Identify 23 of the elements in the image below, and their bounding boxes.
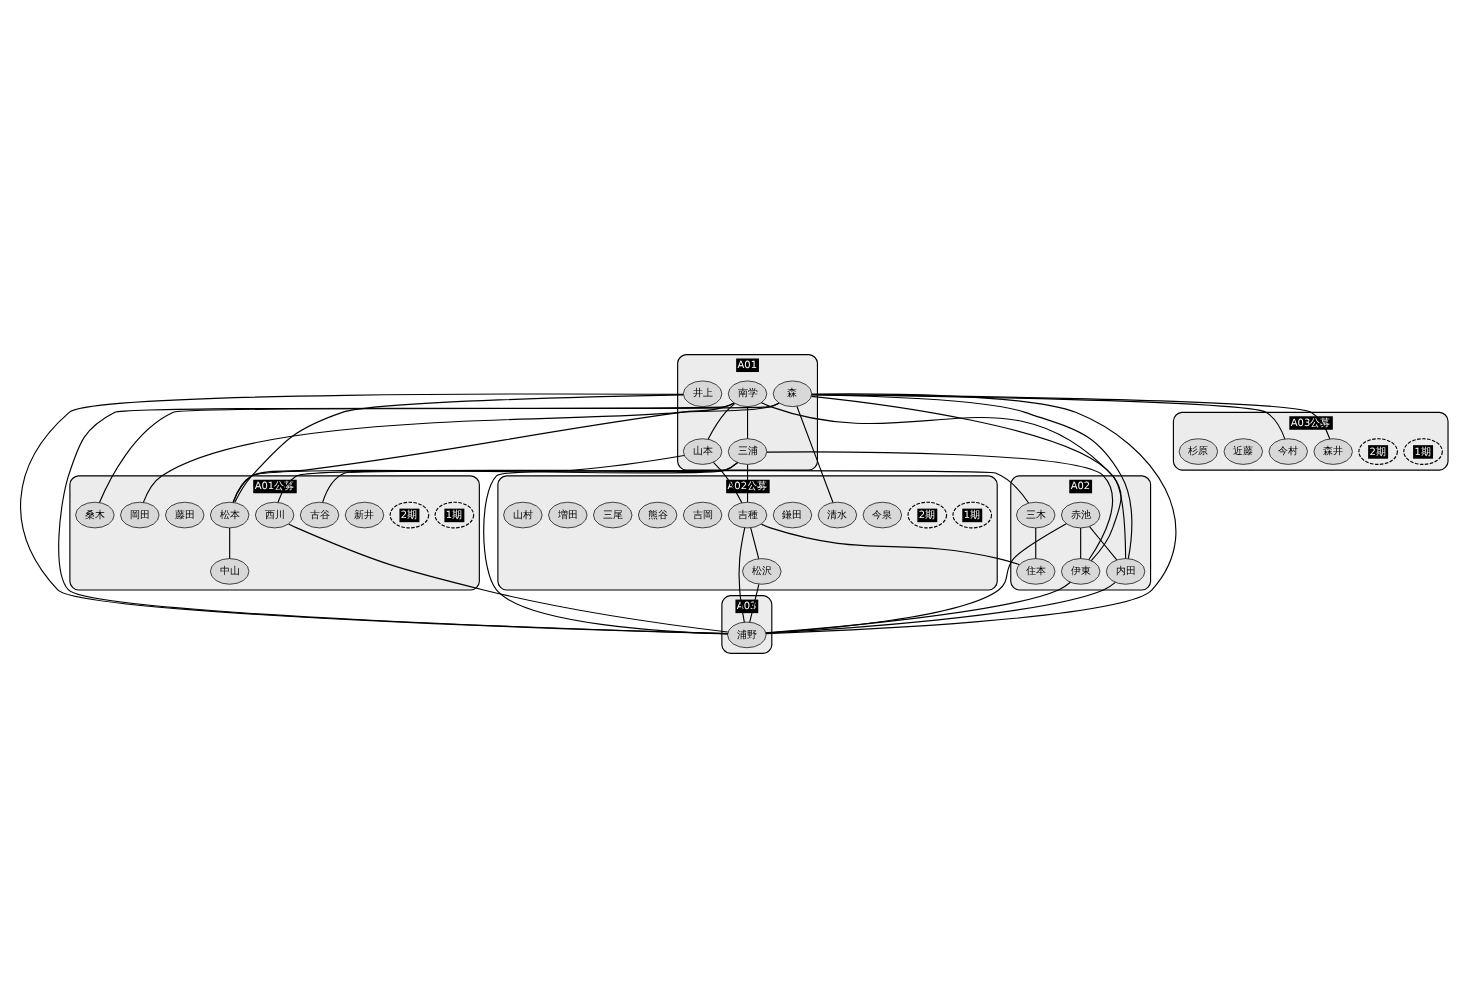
connector bbox=[749, 582, 760, 622]
connector bbox=[765, 392, 1177, 634]
connector bbox=[766, 450, 1113, 560]
connector bbox=[760, 401, 1127, 558]
connector bbox=[1035, 526, 1037, 559]
connector bbox=[288, 522, 729, 632]
connector bbox=[483, 461, 738, 634]
connector bbox=[232, 401, 735, 502]
connector bbox=[232, 461, 739, 502]
connector bbox=[796, 404, 834, 503]
connector bbox=[750, 526, 760, 559]
connector bbox=[712, 460, 743, 503]
connector bbox=[738, 526, 746, 622]
connector bbox=[707, 402, 736, 439]
connector bbox=[746, 405, 749, 439]
connector bbox=[1080, 526, 1082, 559]
connector bbox=[1089, 525, 1118, 560]
connector bbox=[234, 393, 684, 502]
connector bbox=[229, 526, 231, 559]
connector bbox=[746, 463, 749, 502]
connector bbox=[322, 469, 1030, 503]
connector bbox=[760, 522, 1020, 565]
connector bbox=[277, 453, 685, 502]
